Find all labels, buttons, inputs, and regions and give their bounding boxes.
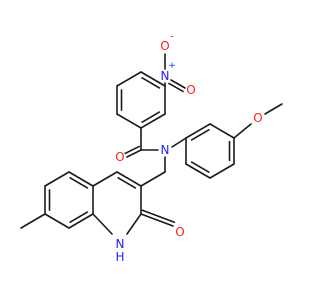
c3-c4-bond-inner [117, 177, 137, 189]
amide-nitrogen-label: N [161, 143, 170, 157]
carbonyl-oxygen-label: O [175, 225, 184, 239]
ring-hydrogen-label: H [115, 250, 124, 264]
n1-c2-bond [126, 213, 142, 235]
c4a-c5-bond [68, 171, 94, 187]
nitro-nitrogen-charge: + [168, 61, 176, 71]
ring-b-bond-inner [190, 161, 210, 173]
c3-c4-bond [116, 171, 142, 187]
c4a-c5-bond-inner [69, 177, 89, 189]
c4-c4a-bond [92, 171, 118, 187]
c8a-n1-bond [92, 213, 113, 235]
ring-nitrogen-label: N [116, 237, 125, 251]
ring-a-bond [116, 71, 142, 87]
amide-c-o-bond [126, 149, 142, 158]
nitro-oxygen-minus-charge: - [170, 32, 174, 43]
ring-a-bond [140, 71, 166, 87]
ch2-ring-bond [140, 171, 166, 187]
ring-a-bond-inner [141, 111, 161, 123]
c5-c6-bond [44, 171, 70, 187]
c2-o-bond [140, 213, 174, 227]
ring-b-bond-inner [190, 129, 210, 141]
c2-o-bond-second [141, 209, 176, 224]
c8-c8a-bond-inner [69, 211, 89, 223]
nitro-oxygen-double-label: O [186, 83, 195, 97]
c8-c8a-bond [68, 213, 94, 229]
amide-oxygen-label: O [115, 150, 124, 164]
ring-a-bond-inner [141, 77, 161, 89]
methoxy-oxygen-label: O [253, 111, 262, 125]
c7-c8-bond [44, 213, 70, 229]
n-aryl-bond [171, 137, 187, 148]
bonds [20, 53, 283, 235]
aryl-o-bond [233, 123, 252, 139]
nitro-nitrogen-label: N [161, 69, 170, 83]
amide-c-o-bond-second [124, 145, 141, 155]
nitro-oxygen-minus-label: O [160, 39, 169, 53]
ring-b-bond [185, 163, 211, 179]
n-o-double-bond-second [168, 82, 184, 93]
ring-b-bond [185, 123, 211, 139]
o-methyl-bond [264, 103, 283, 115]
ring-a-bond [116, 113, 142, 129]
c7-methyl-bond [20, 213, 46, 229]
ring-b-bond [209, 163, 235, 179]
ring-a-bond [140, 113, 166, 129]
n-o-double-bond [170, 79, 186, 89]
molecule-structure: N + O - O O N O N H O [20, 32, 283, 264]
ring-b-bond [209, 123, 235, 139]
